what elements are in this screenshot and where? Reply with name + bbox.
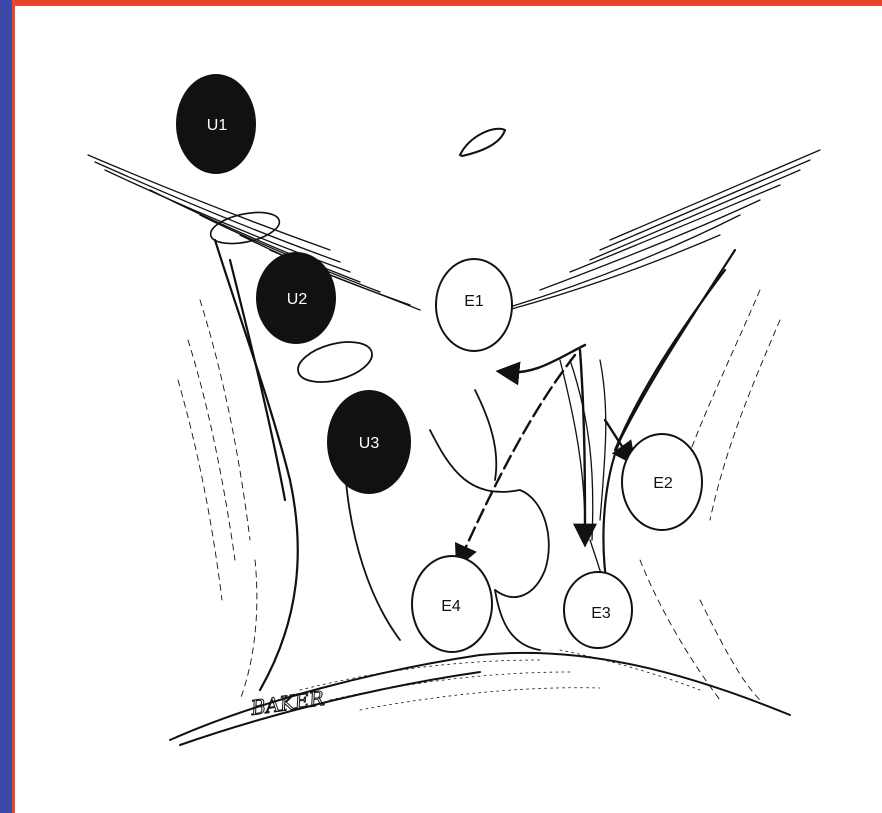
top-loop bbox=[460, 129, 505, 156]
right-outline bbox=[603, 250, 735, 600]
middle-left-loop bbox=[294, 335, 377, 389]
label-e2: E2 bbox=[653, 475, 673, 492]
upper-right-ligament bbox=[470, 150, 820, 320]
arrow-to-e4 bbox=[460, 355, 575, 560]
label-e4: E4 bbox=[441, 598, 461, 615]
label-u1: U1 bbox=[207, 117, 228, 134]
label-e1: E1 bbox=[464, 293, 484, 310]
floor-stipple bbox=[300, 650, 700, 710]
upper-left-ligament bbox=[88, 155, 420, 310]
arrow-to-e3 bbox=[580, 350, 585, 538]
label-e3: E3 bbox=[591, 605, 611, 622]
left-hatching bbox=[178, 300, 257, 700]
label-u3: U3 bbox=[359, 435, 380, 452]
label-u2: U2 bbox=[287, 291, 308, 308]
